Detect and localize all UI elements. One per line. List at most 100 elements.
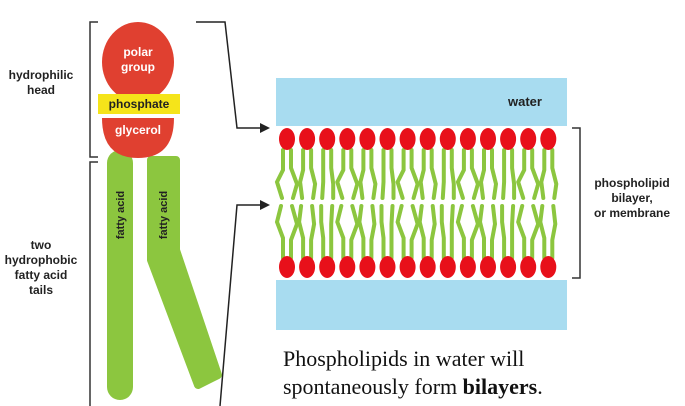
top-lipid-tail [309, 148, 318, 200]
top-lipid-tail [455, 148, 466, 200]
fatty-acid-tails-label: two hydrophobic fatty acid tails [4, 238, 78, 297]
top-lipid-tail [289, 148, 300, 200]
bottom-lipid-tail [395, 204, 406, 260]
bottom-lipid-head [399, 256, 416, 278]
tail-bracket [89, 161, 98, 406]
bottom-lipid-head [319, 256, 336, 278]
caption-bold-word: bilayers [462, 374, 538, 399]
glycerol-head [102, 118, 174, 158]
top-lipid-head [359, 128, 376, 150]
top-lipid-head [419, 128, 436, 150]
bilayer-label: phospholipid bilayer, or membrane [593, 176, 671, 220]
bottom-lipid-tail [357, 204, 366, 260]
top-lipid-tail [298, 148, 306, 200]
top-lipid-tail [440, 148, 446, 200]
top-lipid-head [399, 128, 416, 150]
top-lipid-tail [501, 148, 507, 200]
caption-line-1: Phospholipids in water will [283, 346, 525, 371]
top-lipid-head [459, 128, 476, 150]
pointer-line-top [196, 21, 262, 129]
top-lipid-tail [530, 148, 541, 200]
bottom-lipid-tail [455, 204, 466, 260]
bottom-lipid-tail [289, 204, 300, 260]
bottom-lipid-tail [379, 204, 386, 260]
pointer-arrow-bottom [260, 200, 270, 210]
top-lipid-tail [395, 148, 406, 200]
top-lipid-head [299, 128, 316, 150]
fatty-acid-label-2: fatty acid [158, 191, 170, 239]
caption-line-2-suffix: . [537, 374, 543, 399]
top-lipid-tail [490, 148, 499, 200]
top-lipid-tail [349, 148, 360, 200]
caption-line-2: spontaneously form bilayers. [283, 373, 683, 401]
fatty-acid-tail-left [107, 150, 133, 400]
top-lipid-tail [389, 148, 396, 200]
bottom-lipid-tail [369, 204, 377, 260]
top-lipid-tail [380, 148, 386, 200]
bottom-lipid-head [480, 256, 496, 278]
bottom-lipid-tail [449, 204, 455, 260]
top-lipid-tail [418, 148, 426, 200]
bottom-lipid-head [520, 256, 537, 278]
bottom-lipid-tail [510, 204, 516, 260]
phosphate-band [98, 94, 180, 114]
top-lipid-tail [478, 148, 486, 200]
bottom-lipid-tail [319, 204, 326, 260]
bottom-lipid-tail [490, 204, 498, 260]
top-lipid-head [319, 128, 336, 150]
pointer-arrow-top [260, 123, 270, 133]
bottom-lipid-head [299, 256, 316, 278]
bottom-lipid-tail [469, 204, 481, 260]
top-lipid-tail [409, 148, 420, 200]
bottom-lipid-head [379, 256, 396, 278]
phosphate-label: phosphate [109, 97, 170, 111]
top-lipid-head [540, 128, 557, 150]
top-lipid-tail [329, 148, 336, 200]
bottom-lipid-head [540, 256, 557, 278]
top-lipid-tail [369, 148, 378, 200]
water-label: water [507, 94, 542, 109]
bottom-lipid-tail [538, 204, 547, 260]
top-lipid-tail [358, 148, 366, 200]
hydrophilic-head-label: hydrophilic head [8, 68, 74, 97]
top-lipid-head [279, 128, 295, 150]
bottom-lipid-head [359, 256, 376, 278]
bottom-lipid-tail [439, 204, 446, 260]
top-lipid-tail [429, 148, 438, 200]
bottom-lipid-tail [335, 204, 346, 260]
top-lipid-head [339, 128, 356, 150]
caption-line-2-prefix: spontaneously form [283, 374, 463, 399]
fatty-acid-tail-right [147, 156, 222, 389]
bottom-lipid-tail [429, 204, 437, 260]
bottom-lipid-tail [417, 204, 426, 260]
top-lipid-head [439, 128, 456, 150]
bottom-lipid-head [279, 256, 295, 278]
head-bracket [89, 21, 98, 158]
bottom-lipid-tail [274, 204, 285, 260]
caption: Phospholipids in water will spontaneousl… [283, 345, 683, 401]
bottom-lipid-head [439, 256, 456, 278]
top-lipid-tail [449, 148, 456, 200]
bottom-lipid-tail [349, 204, 360, 260]
bottom-lipid-tail [309, 204, 317, 260]
pointer-line-bottom [219, 204, 262, 406]
bottom-lipid-head [339, 256, 356, 278]
top-lipid-tail [539, 148, 547, 200]
top-lipid-tail [469, 148, 481, 200]
top-lipid-tail [516, 148, 527, 200]
polar-group-label: polar [123, 45, 153, 59]
top-lipid-tail [550, 148, 559, 200]
top-lipid-tail [274, 148, 285, 200]
top-lipid-head [480, 128, 496, 150]
glycerol-label: glycerol [115, 123, 161, 137]
bottom-lipid-tail [477, 204, 486, 260]
bilayer-bracket [572, 127, 581, 279]
top-lipid-head [500, 128, 517, 150]
bottom-lipid-tail [500, 204, 507, 260]
top-lipid-tail [320, 148, 326, 200]
bottom-lipid-tail [297, 204, 306, 260]
polar-group-head [102, 22, 174, 102]
top-lipid-tail [335, 148, 346, 200]
bottom-lipid-head [419, 256, 436, 278]
